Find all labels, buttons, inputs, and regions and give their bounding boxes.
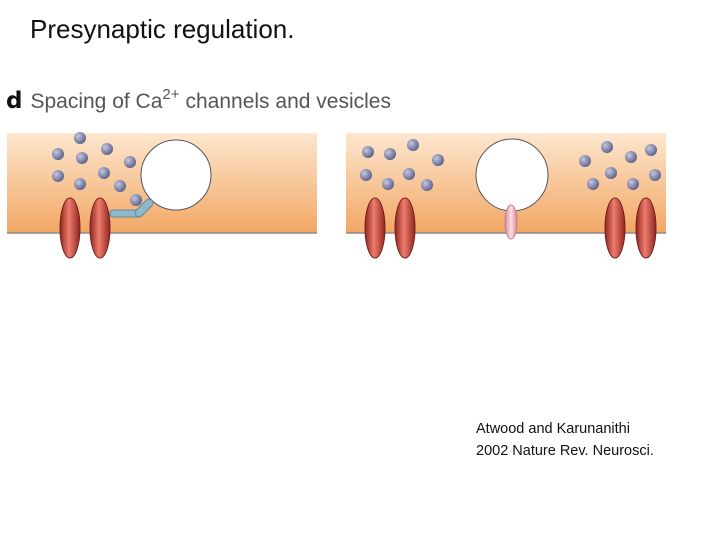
citation-authors: Atwood and Karunanithi: [476, 421, 630, 437]
panel-heading: d Spacing of Ca2+ channels and vesicles: [6, 86, 391, 114]
ca-channel: [394, 197, 416, 259]
small-vesicle: [421, 179, 433, 191]
ca-channel: [89, 197, 111, 259]
small-vesicle: [74, 178, 86, 190]
panel-letter: d: [6, 88, 23, 114]
vesicle-cluster-left: [52, 132, 142, 206]
small-vesicle: [101, 143, 113, 155]
vesicle-cluster-right: [579, 141, 661, 190]
vesicle-cluster-middle: [360, 139, 444, 191]
heading-superscript: 2+: [162, 86, 180, 103]
citation-source: 2002 Nature Rev. Neurosci.: [476, 443, 654, 459]
small-vesicle: [76, 152, 88, 164]
small-vesicle: [605, 167, 617, 179]
small-vesicle: [52, 148, 64, 160]
small-vesicle: [98, 167, 110, 179]
small-vesicle: [601, 141, 613, 153]
docked-vesicle-left: [140, 139, 212, 211]
ca-channel: [635, 197, 657, 259]
small-vesicle: [627, 178, 639, 190]
small-vesicle: [579, 155, 591, 167]
heading-prefix: Spacing of Ca: [30, 90, 163, 113]
citation: Atwood and Karunanithi 2002 Nature Rev. …: [476, 418, 654, 462]
small-vesicle: [649, 169, 661, 181]
small-vesicle: [587, 178, 599, 190]
small-vesicle: [52, 170, 64, 182]
small-vesicle: [407, 139, 419, 151]
small-vesicle: [124, 156, 136, 168]
small-vesicle: [403, 168, 415, 180]
ca-channel: [604, 197, 626, 259]
linker-protein: [109, 198, 154, 218]
small-vesicle: [74, 132, 86, 144]
small-vesicle: [130, 194, 142, 206]
small-ca-channel: [504, 204, 518, 240]
small-vesicle: [362, 146, 374, 158]
synapse-diagram: [7, 132, 666, 259]
heading-suffix: channels and vesicles: [185, 90, 391, 113]
small-vesicle: [384, 148, 396, 160]
terminal-right: [346, 133, 666, 259]
docked-vesicle-right: [475, 138, 549, 212]
ca-channel: [364, 197, 386, 259]
small-vesicle: [645, 144, 657, 156]
terminal-left: [7, 132, 317, 259]
small-vesicle: [432, 154, 444, 166]
small-vesicle: [625, 151, 637, 163]
small-vesicle: [382, 178, 394, 190]
small-vesicle: [114, 180, 126, 192]
small-vesicle: [360, 169, 372, 181]
ca-channel: [59, 197, 81, 259]
slide-title: Presynaptic regulation.: [30, 14, 295, 44]
